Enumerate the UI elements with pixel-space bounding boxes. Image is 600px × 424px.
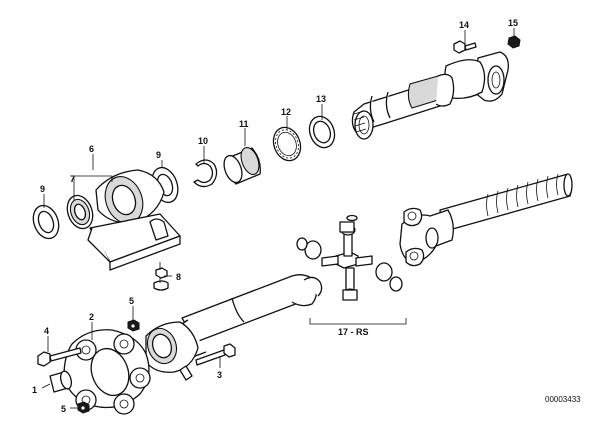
part-12-sleeve (223, 147, 261, 185)
label-12: 11 (239, 119, 249, 129)
label-14: 13 (316, 94, 326, 104)
label-13: 12 (281, 107, 291, 117)
label-3: 3 (217, 370, 222, 380)
label-5-upper: 5 (129, 296, 134, 306)
label-8: 8 (176, 272, 181, 282)
part-7-bearing (66, 194, 94, 230)
part-6-center-bearing (87, 169, 181, 271)
label-1: 1 (32, 385, 37, 395)
part-17-universal-joint (296, 214, 407, 325)
front-yoke-housing (145, 321, 199, 381)
front-splined-shaft (439, 173, 573, 233)
rear-shaft-section (351, 73, 455, 140)
part-4-bolt (37, 347, 82, 367)
leader-lines (41, 28, 515, 409)
callout-labels: 14 15 13 12 11 10 9 6 7 9 8 5 2 4 1 5 3 … (32, 18, 518, 414)
front-slip-yoke (399, 207, 454, 267)
part-13-seal (272, 126, 302, 162)
label-15: 14 (459, 20, 469, 30)
part-3-bolt (195, 343, 236, 366)
part-15-bolt (453, 40, 477, 54)
label-6: 6 (89, 144, 94, 154)
rear-flange-yoke (444, 51, 509, 102)
label-7: 7 (70, 174, 75, 184)
label-4: 4 (44, 326, 49, 336)
drawing-number: 00003433 (545, 395, 581, 404)
label-9: 9 (40, 184, 45, 194)
part-2-flex-disc (63, 329, 151, 415)
label-2: 2 (89, 312, 94, 322)
part-1-bushing (49, 370, 73, 393)
part-5-nut-upper (127, 319, 140, 332)
part-11-circlip (193, 159, 218, 188)
label-5-lower: 5 (61, 404, 66, 414)
label-10: 9 (156, 150, 161, 160)
label-16: 15 (508, 18, 518, 28)
part-16-nut (507, 35, 521, 49)
part-14-ring (308, 115, 336, 149)
part-9-seal-ring (32, 204, 60, 240)
part-5-nut-lower (77, 401, 90, 414)
part-8-nut (153, 262, 169, 291)
label-17-rs: 17 - RS (338, 327, 369, 337)
label-11: 10 (198, 136, 208, 146)
